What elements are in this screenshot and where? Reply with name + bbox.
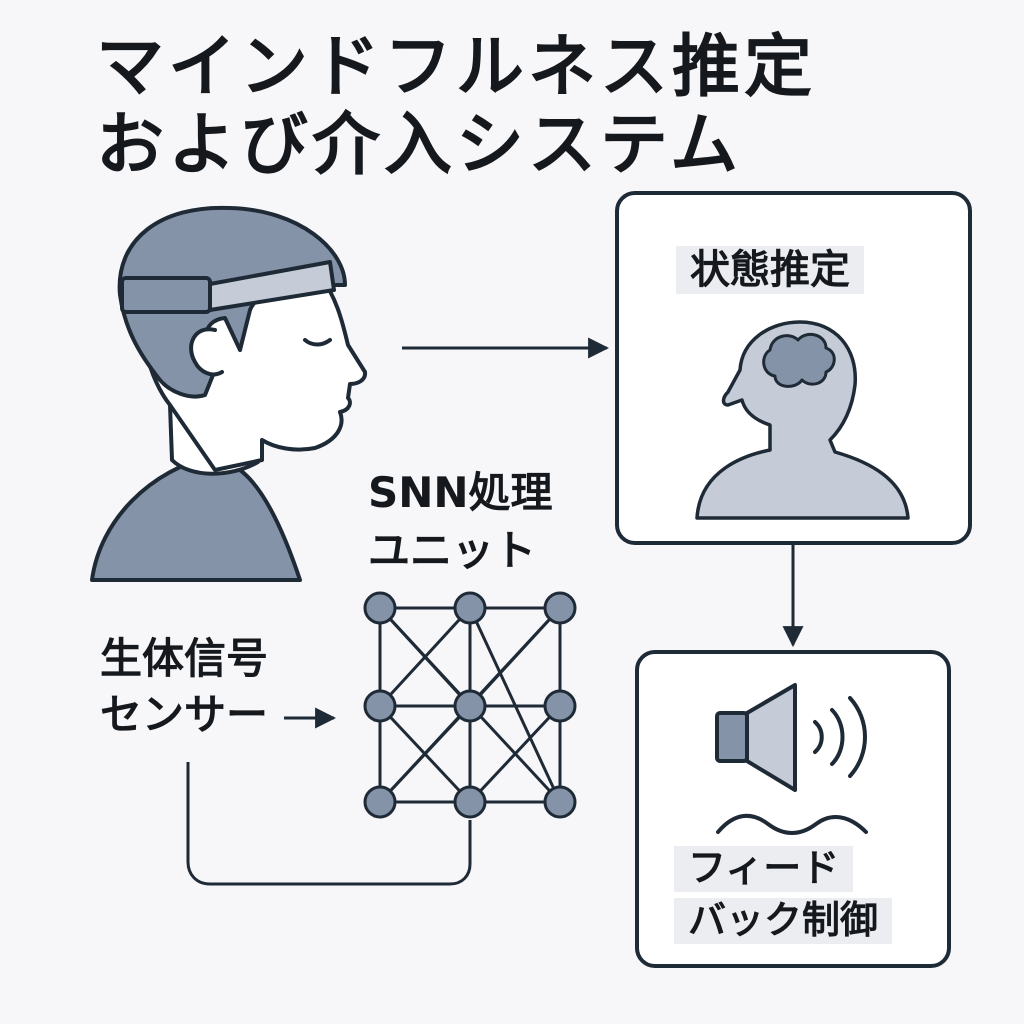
page-title-line-1: マインドフルネス推定 — [96, 28, 817, 107]
page-title-line-2: および介入システム — [96, 106, 742, 185]
snn-label-line-1: SNN処理 — [368, 468, 553, 517]
person-ear — [189, 327, 224, 377]
state-estimation-label: 状態推定 — [676, 246, 864, 294]
network-nodes — [363, 591, 577, 819]
network-node — [363, 689, 397, 723]
sensor-label-line-1: 生体信号 — [100, 634, 269, 683]
headband-icon — [120, 276, 212, 314]
sensor-loop-line — [186, 762, 472, 886]
feedback-label-line-2: バック制御 — [674, 898, 893, 944]
network-node — [453, 785, 487, 819]
network-node — [543, 785, 577, 819]
snn-label-line-2: ユニット — [368, 526, 537, 575]
network-node — [453, 689, 487, 723]
network-node — [363, 785, 397, 819]
neural-network-icon — [363, 591, 577, 819]
sound-waves-icon — [813, 696, 867, 778]
sensor-label-line-2: センサー — [100, 690, 269, 739]
speaker-icon — [715, 683, 797, 792]
headband-strip — [208, 260, 336, 312]
feedback-label-line-1: フィード — [674, 846, 854, 892]
network-node — [453, 591, 487, 625]
network-node — [363, 591, 397, 625]
network-node — [543, 591, 577, 625]
head-with-brain-icon — [695, 320, 910, 520]
brain-icon — [762, 332, 836, 388]
person-with-headband-icon — [90, 205, 368, 582]
wavy-line-icon — [716, 813, 868, 835]
network-node — [543, 689, 577, 723]
closed-eye-icon — [303, 338, 332, 347]
